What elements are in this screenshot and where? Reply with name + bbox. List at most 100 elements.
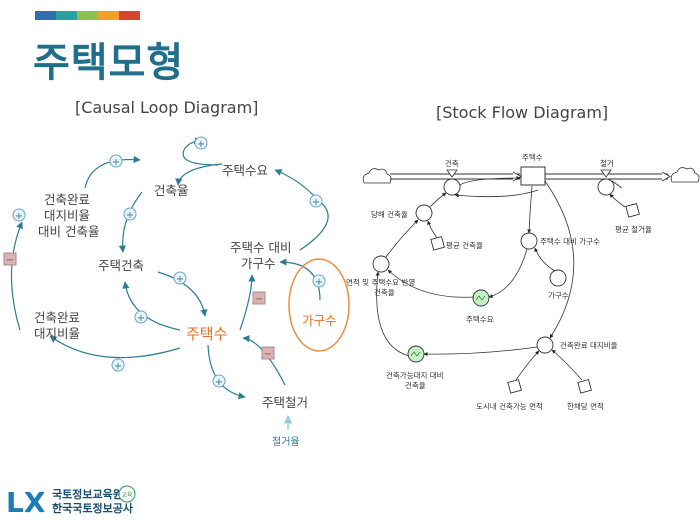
flow-rate-demolition <box>597 178 615 196</box>
lx-logo: LX 국토정보교육원 한국국토정보공사 교육 <box>6 485 136 519</box>
var-households <box>549 269 567 287</box>
plus-sign: + <box>176 274 184 285</box>
loop-markers <box>3 136 326 388</box>
link-demand-to-rate-2 <box>175 163 223 186</box>
valve-icon <box>446 169 458 178</box>
node-housing-construction: 주택건축 <box>98 258 144 273</box>
plus-sign: + <box>15 211 23 222</box>
var-buildable-ratio <box>407 345 425 363</box>
plus-marker <box>194 136 208 150</box>
param-urban-buildable <box>507 379 522 394</box>
sfd-housing-demand: 주택수요 <box>466 314 494 324</box>
node-housing-vs-household-l2: 가구수 <box>241 256 276 271</box>
node-completion-land-l1: 건축완료 <box>34 310 80 325</box>
arrowhead-icon <box>512 171 522 182</box>
minus-signs: − − − <box>6 255 272 360</box>
plus-sign: + <box>312 197 320 208</box>
param-avg-construction <box>430 236 445 251</box>
households-highlight <box>288 258 350 352</box>
causal-links <box>10 137 329 400</box>
var-area-demand <box>372 255 390 273</box>
var-housing-demand <box>472 289 490 307</box>
link-housing-to-landratio <box>49 335 181 359</box>
plus-sign: + <box>197 139 205 150</box>
sfd-max-area: 한채당 면적 <box>567 401 604 411</box>
var-housing-vs-household <box>520 232 538 250</box>
sfd-annual-construction: 당해 건축율 <box>371 209 408 219</box>
node-housing-demand: 주택수요 <box>222 163 268 178</box>
logo-badge-text: 교육 <box>121 492 133 499</box>
link-housing-to-ratio <box>239 274 256 331</box>
plus-marker <box>134 310 148 324</box>
node-completion-land-l2: 대지비율 <box>34 326 80 341</box>
logo-org-line1: 국토정보교육원 <box>52 487 123 501</box>
color-bar <box>35 11 140 20</box>
plus-sign: + <box>112 157 120 168</box>
link-households-to-ratio <box>279 258 321 301</box>
param-avg-demolition <box>625 203 640 218</box>
link-landratio-to-completion <box>10 221 23 331</box>
node-completion-ratio-l1: 건축완료 <box>44 192 90 207</box>
minus-sign: − <box>6 255 14 266</box>
plus-marker <box>123 207 137 221</box>
plus-marker <box>312 274 326 288</box>
node-completion-ratio-l2: 대지비율 <box>44 208 90 223</box>
minus-sign: − <box>255 294 263 305</box>
sfd-buildable-ratio-l1: 건축가능대지 대비 <box>386 370 444 380</box>
link-ratio-to-demand <box>274 169 329 251</box>
plus-signs: + + + + + + + + + + <box>15 139 323 388</box>
minus-sign: − <box>264 349 272 360</box>
color-bar-segment <box>77 11 98 20</box>
link-rate-to-construction <box>118 191 143 253</box>
sfd-housing-vs-household: 주택수 대비 가구수 <box>540 236 600 246</box>
sfd-avg-demolition: 평균 철거율 <box>615 224 652 234</box>
node-completion-ratio-l3: 대비 건축율 <box>38 224 99 239</box>
sfd-households: 가구수 <box>548 291 569 300</box>
logo-org-line2: 한국국토정보공사 <box>52 501 134 515</box>
plus-marker <box>109 154 123 168</box>
plus-sign: + <box>126 210 134 221</box>
sfd-flow-demolition: 철거 <box>600 158 614 168</box>
var-completion-ratio <box>536 336 554 354</box>
plus-marker <box>12 208 26 222</box>
sfd-completion-ratio: 건축완료 대지비율 <box>560 340 618 350</box>
stock-flow-heading: [Stock Flow Diagram] <box>436 103 609 122</box>
color-bar-segment <box>98 11 119 20</box>
link-demolition-to-housing <box>242 335 286 386</box>
sfd-avg-construction: 평균 건축율 <box>446 240 483 250</box>
plus-sign: + <box>137 313 145 324</box>
logo-mark: LX <box>6 486 46 519</box>
sfd-stock-housing: 주택수 <box>522 152 543 162</box>
node-housing-vs-household-l1: 주택수 대비 <box>230 240 291 255</box>
plus-marker <box>212 374 226 388</box>
plus-marker <box>309 194 323 208</box>
minus-marker <box>3 252 17 266</box>
sfd-urban-buildable: 도시내 건축가능 면적 <box>476 401 543 411</box>
causal-loop-heading: [Causal Loop Diagram] <box>75 98 259 117</box>
sfd-area-demand-l2: 건축율 <box>374 287 395 297</box>
arrowhead-icon <box>661 171 671 182</box>
node-housing-count: 주택수 <box>186 325 227 343</box>
stock-box <box>520 166 546 186</box>
plus-marker <box>111 358 125 372</box>
plus-sign: + <box>114 361 122 372</box>
stock-flow-diagram: 건축 주택수 철거 당해 건축율 평균 건축율 주택수 대비 가구수 평균 철거… <box>346 152 700 411</box>
node-construction-rate: 건축율 <box>154 183 189 198</box>
param-max-area <box>577 379 592 394</box>
sfd-area-demand-l1: 면적 및 주택수요 반영 <box>346 277 415 287</box>
node-households: 가구수 <box>302 313 337 328</box>
sfd-buildable-ratio-l2: 건축율 <box>405 380 426 390</box>
cloud-icon <box>362 168 392 184</box>
valve-icon <box>600 169 612 178</box>
plus-sign: + <box>215 377 223 388</box>
flow-rate-construction <box>443 178 461 196</box>
flow-pipe-construction <box>390 173 520 180</box>
color-bar-segment <box>35 11 56 20</box>
plus-marker <box>173 271 187 285</box>
link-housing-to-demolition <box>207 344 246 400</box>
node-demolition-rate: 철거율 <box>272 436 300 448</box>
sfd-flow-construction: 건축 <box>445 158 459 168</box>
cloud-icon <box>670 167 700 183</box>
link-completion-to-rate <box>84 155 141 189</box>
